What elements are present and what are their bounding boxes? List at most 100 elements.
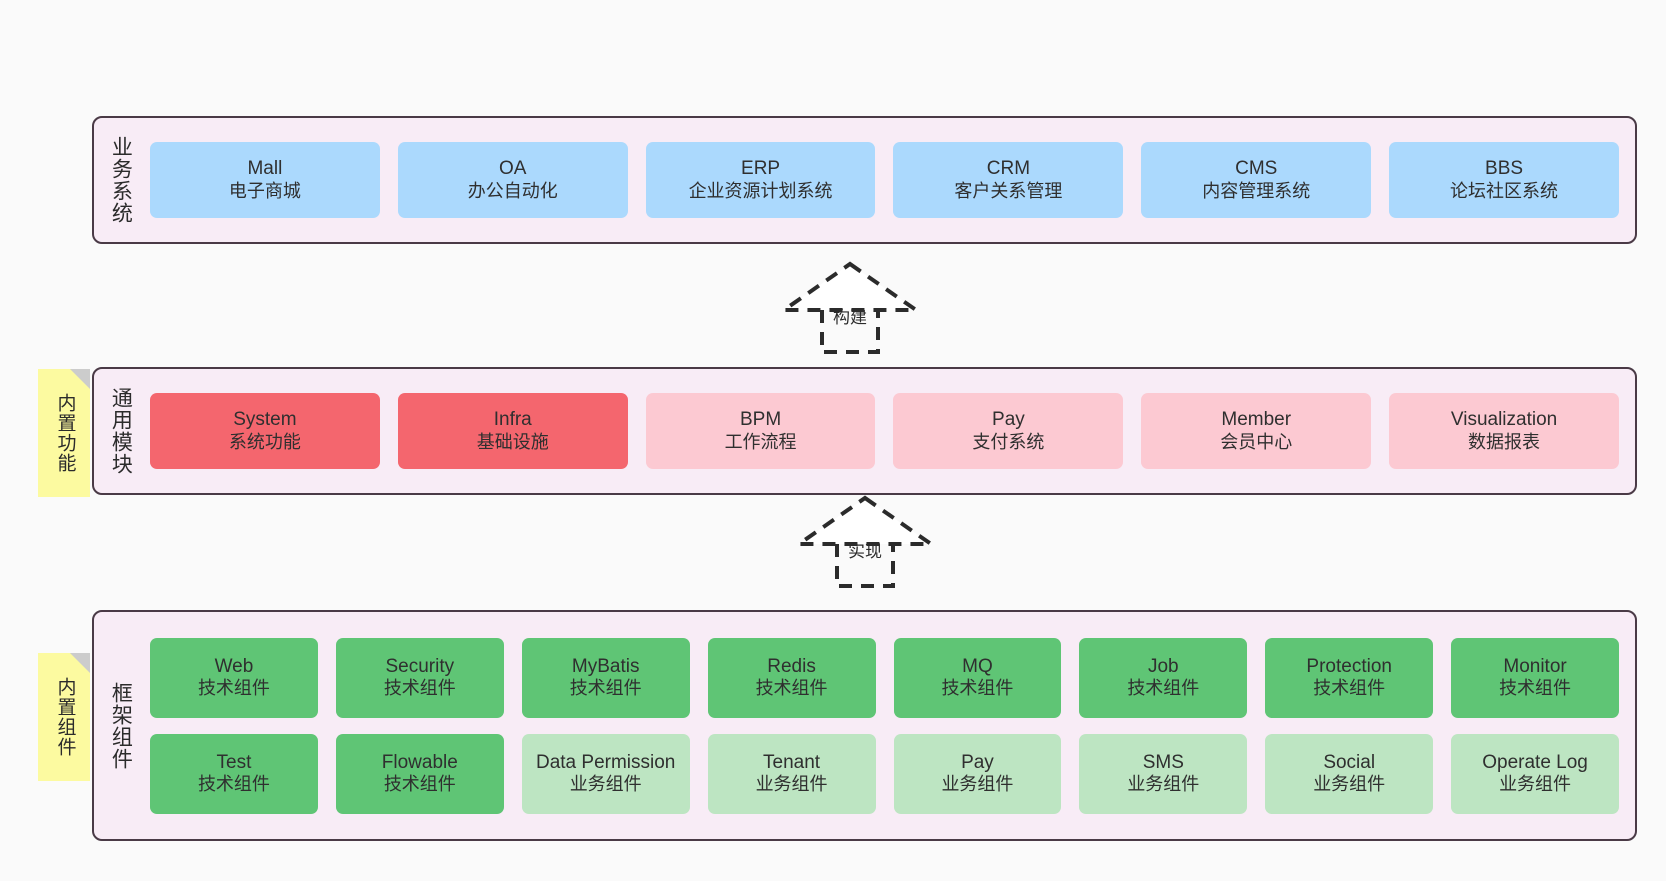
- node-redis[interactable]: Redis 技术组件: [707, 637, 876, 718]
- node-monitor-en: Monitor: [1503, 655, 1567, 677]
- node-infra[interactable]: Infra 基础设施: [397, 393, 628, 469]
- arrow-implement-label: 实现: [848, 542, 882, 561]
- node-operate-log-cn: 业务组件: [1499, 774, 1572, 795]
- framework-node-row-1: Web 技术组件 Security 技术组件 MyBatis 技术组件 Redi…: [150, 637, 1619, 718]
- node-bbs-en: BBS: [1485, 158, 1524, 180]
- node-protection[interactable]: Protection 技术组件: [1265, 637, 1434, 718]
- node-cms-cn: 内容管理系统: [1202, 180, 1311, 201]
- node-pay-component[interactable]: Pay 业务组件: [893, 733, 1062, 814]
- layer-title-framework: 框架组件: [109, 681, 133, 770]
- node-monitor[interactable]: Monitor 技术组件: [1451, 637, 1619, 718]
- node-oa-en: OA: [499, 158, 527, 180]
- node-tenant-en: Tenant: [763, 751, 821, 773]
- node-operate-log-en: Operate Log: [1482, 751, 1588, 773]
- node-tenant[interactable]: Tenant 业务组件: [707, 733, 876, 814]
- node-bpm[interactable]: BPM 工作流程: [645, 393, 876, 469]
- node-mybatis-en: MyBatis: [571, 655, 640, 677]
- node-security-en: Security: [385, 655, 455, 677]
- node-oa[interactable]: OA 办公自动化: [397, 142, 628, 218]
- arrow-implement: 实现: [775, 492, 955, 592]
- node-system[interactable]: System 系统功能: [150, 393, 380, 469]
- node-oa-cn: 办公自动化: [467, 180, 558, 201]
- node-job[interactable]: Job 技术组件: [1079, 637, 1248, 718]
- node-social-en: Social: [1323, 751, 1376, 773]
- node-sms-cn: 业务组件: [1127, 774, 1200, 795]
- node-security-cn: 技术组件: [383, 678, 456, 699]
- node-visualization-cn: 数据报表: [1468, 431, 1541, 452]
- node-job-en: Job: [1147, 655, 1179, 677]
- layer-body-modules: System 系统功能 Infra 基础设施 BPM 工作流程 Pay 支付系统…: [146, 369, 1635, 493]
- sticky-note-builtin-components: 内置组件: [38, 653, 90, 781]
- node-bbs[interactable]: BBS 论坛社区系统: [1389, 142, 1619, 218]
- sticky-fold-icon: [70, 653, 90, 673]
- node-test[interactable]: Test 技术组件: [150, 733, 318, 814]
- sticky-note-builtin-functions: 内置功能: [38, 369, 90, 497]
- node-tenant-cn: 业务组件: [755, 774, 828, 795]
- node-web[interactable]: Web 技术组件: [150, 637, 318, 718]
- node-test-en: Test: [216, 751, 252, 773]
- node-pay-module-cn: 支付系统: [972, 431, 1045, 452]
- sticky-note-builtin-functions-label: 内置功能: [54, 393, 76, 473]
- node-social[interactable]: Social 业务组件: [1265, 733, 1434, 814]
- node-sms-en: SMS: [1142, 751, 1184, 773]
- node-mybatis-cn: 技术组件: [569, 678, 642, 699]
- node-mq[interactable]: MQ 技术组件: [893, 637, 1062, 718]
- arrow-implement-glyph: [792, 495, 938, 588]
- node-member-cn: 会员中心: [1220, 431, 1293, 452]
- node-job-cn: 技术组件: [1127, 678, 1200, 699]
- node-data-permission-en: Data Permission: [535, 751, 676, 773]
- node-crm-cn: 客户关系管理: [954, 180, 1063, 201]
- node-pay-module-en: Pay: [992, 409, 1025, 431]
- node-visualization[interactable]: Visualization 数据报表: [1389, 393, 1619, 469]
- node-system-cn: 系统功能: [228, 431, 301, 452]
- node-social-cn: 业务组件: [1313, 774, 1386, 795]
- node-pay-component-cn: 业务组件: [941, 774, 1014, 795]
- arrow-build-label: 构建: [833, 308, 867, 327]
- node-protection-en: Protection: [1306, 655, 1392, 677]
- node-mq-cn: 技术组件: [941, 678, 1014, 699]
- layer-title-modules: 通用模块: [109, 387, 133, 475]
- node-crm[interactable]: CRM 客户关系管理: [893, 142, 1124, 218]
- layer-framework-components: 框架组件 Web 技术组件 Security 技术组件 MyBatis 技术组件…: [92, 610, 1637, 841]
- node-mq-en: MQ: [962, 655, 993, 677]
- node-mall-cn: 电子商城: [228, 180, 301, 201]
- node-erp-en: ERP: [741, 158, 781, 180]
- layer-body-framework: Web 技术组件 Security 技术组件 MyBatis 技术组件 Redi…: [146, 612, 1635, 839]
- node-web-en: Web: [214, 655, 254, 677]
- node-operate-log[interactable]: Operate Log 业务组件: [1451, 733, 1619, 814]
- node-flowable-cn: 技术组件: [383, 774, 456, 795]
- layer-title-business: 业务系统: [109, 136, 133, 224]
- node-redis-cn: 技术组件: [755, 678, 828, 699]
- sticky-note-builtin-components-label: 内置组件: [54, 677, 76, 757]
- node-cms[interactable]: CMS 内容管理系统: [1141, 142, 1372, 218]
- layer-body-business: Mall 电子商城 OA 办公自动化 ERP 企业资源计划系统 CRM 客户关系…: [146, 118, 1635, 242]
- node-data-permission-cn: 业务组件: [569, 774, 642, 795]
- node-test-cn: 技术组件: [197, 774, 270, 795]
- node-visualization-en: Visualization: [1450, 409, 1558, 431]
- node-protection-cn: 技术组件: [1313, 678, 1386, 699]
- node-security[interactable]: Security 技术组件: [335, 637, 504, 718]
- node-erp[interactable]: ERP 企业资源计划系统: [645, 142, 876, 218]
- node-data-permission[interactable]: Data Permission 业务组件: [521, 733, 690, 814]
- node-redis-en: Redis: [767, 655, 816, 677]
- node-mall-en: Mall: [247, 158, 283, 180]
- node-bpm-en: BPM: [739, 409, 782, 431]
- node-flowable-en: Flowable: [381, 751, 458, 773]
- node-mybatis[interactable]: MyBatis 技术组件: [521, 637, 690, 718]
- node-crm-en: CRM: [986, 158, 1031, 180]
- node-member[interactable]: Member 会员中心: [1141, 393, 1372, 469]
- node-erp-cn: 企业资源计划系统: [688, 180, 833, 201]
- node-sms[interactable]: SMS 业务组件: [1079, 733, 1248, 814]
- sticky-fold-icon: [70, 369, 90, 389]
- node-pay-module[interactable]: Pay 支付系统: [893, 393, 1124, 469]
- node-cms-en: CMS: [1235, 158, 1278, 180]
- node-bpm-cn: 工作流程: [724, 431, 797, 452]
- node-web-cn: 技术组件: [197, 678, 270, 699]
- node-monitor-cn: 技术组件: [1499, 678, 1572, 699]
- node-infra-en: Infra: [493, 409, 532, 431]
- node-mall[interactable]: Mall 电子商城: [150, 142, 380, 218]
- framework-node-row-2: Test 技术组件 Flowable 技术组件 Data Permission …: [150, 733, 1619, 814]
- node-member-en: Member: [1221, 409, 1292, 431]
- node-flowable[interactable]: Flowable 技术组件: [335, 733, 504, 814]
